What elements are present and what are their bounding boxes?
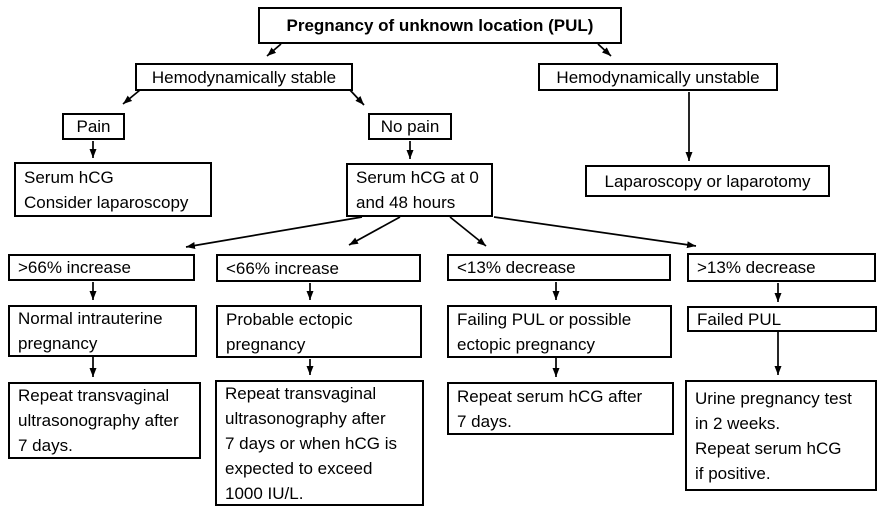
node-hemodynamically-unstable: Hemodynamically unstable <box>538 63 778 91</box>
node-urine-pregnancy-test-2-weeks: Urine pregnancy test in 2 weeks. Repeat … <box>685 380 877 491</box>
edge-pul-to-hemo-unstable <box>597 43 612 57</box>
node-lt66-increase: <66% increase <box>216 254 421 282</box>
node-repeat-tvus-7-days: Repeat transvaginal ultrasonography afte… <box>8 382 201 459</box>
node-serum-hcg-consider-laparoscopy: Serum hCG Consider laparoscopy <box>14 162 212 217</box>
node-laparoscopy-or-laparotomy: Laparoscopy or laparotomy <box>585 165 830 197</box>
node-gt66-increase: >66% increase <box>8 254 195 281</box>
node-serum-hcg-0-48-hours: Serum hCG at 0 and 48 hours <box>346 163 493 217</box>
node-pregnancy-of-unknown-location: Pregnancy of unknown location (PUL) <box>258 7 622 44</box>
edge-hcg48-to-gt13-decrease <box>493 216 697 249</box>
node-failed-pul: Failed PUL <box>687 306 877 332</box>
node-no-pain: No pain <box>368 113 452 140</box>
node-pain: Pain <box>62 113 125 140</box>
node-hemodynamically-stable: Hemodynamically stable <box>135 63 353 91</box>
node-repeat-serum-hcg-7-days: Repeat serum hCG after 7 days. <box>447 382 674 435</box>
node-gt13-decrease: >13% decrease <box>687 253 876 282</box>
node-lt13-decrease: <13% decrease <box>447 254 671 281</box>
node-failing-pul-or-possible-ectopic: Failing PUL or possible ectopic pregnanc… <box>447 305 672 358</box>
edge-hcg48-to-lt66-increase <box>348 216 401 246</box>
edge-hcg48-to-gt66-increase <box>185 216 363 249</box>
edge-hcg48-to-lt13-decrease <box>449 216 487 247</box>
node-repeat-tvus-or-hcg-1000: Repeat transvaginal ultrasonography afte… <box>215 380 424 506</box>
edge-stable-to-pain <box>122 89 141 105</box>
node-normal-intrauterine-pregnancy: Normal intrauterine pregnancy <box>8 305 197 357</box>
node-probable-ectopic-pregnancy: Probable ectopic pregnancy <box>216 305 422 358</box>
edge-pul-to-hemo-stable <box>266 43 282 57</box>
edge-stable-to-no-pain <box>349 89 365 106</box>
